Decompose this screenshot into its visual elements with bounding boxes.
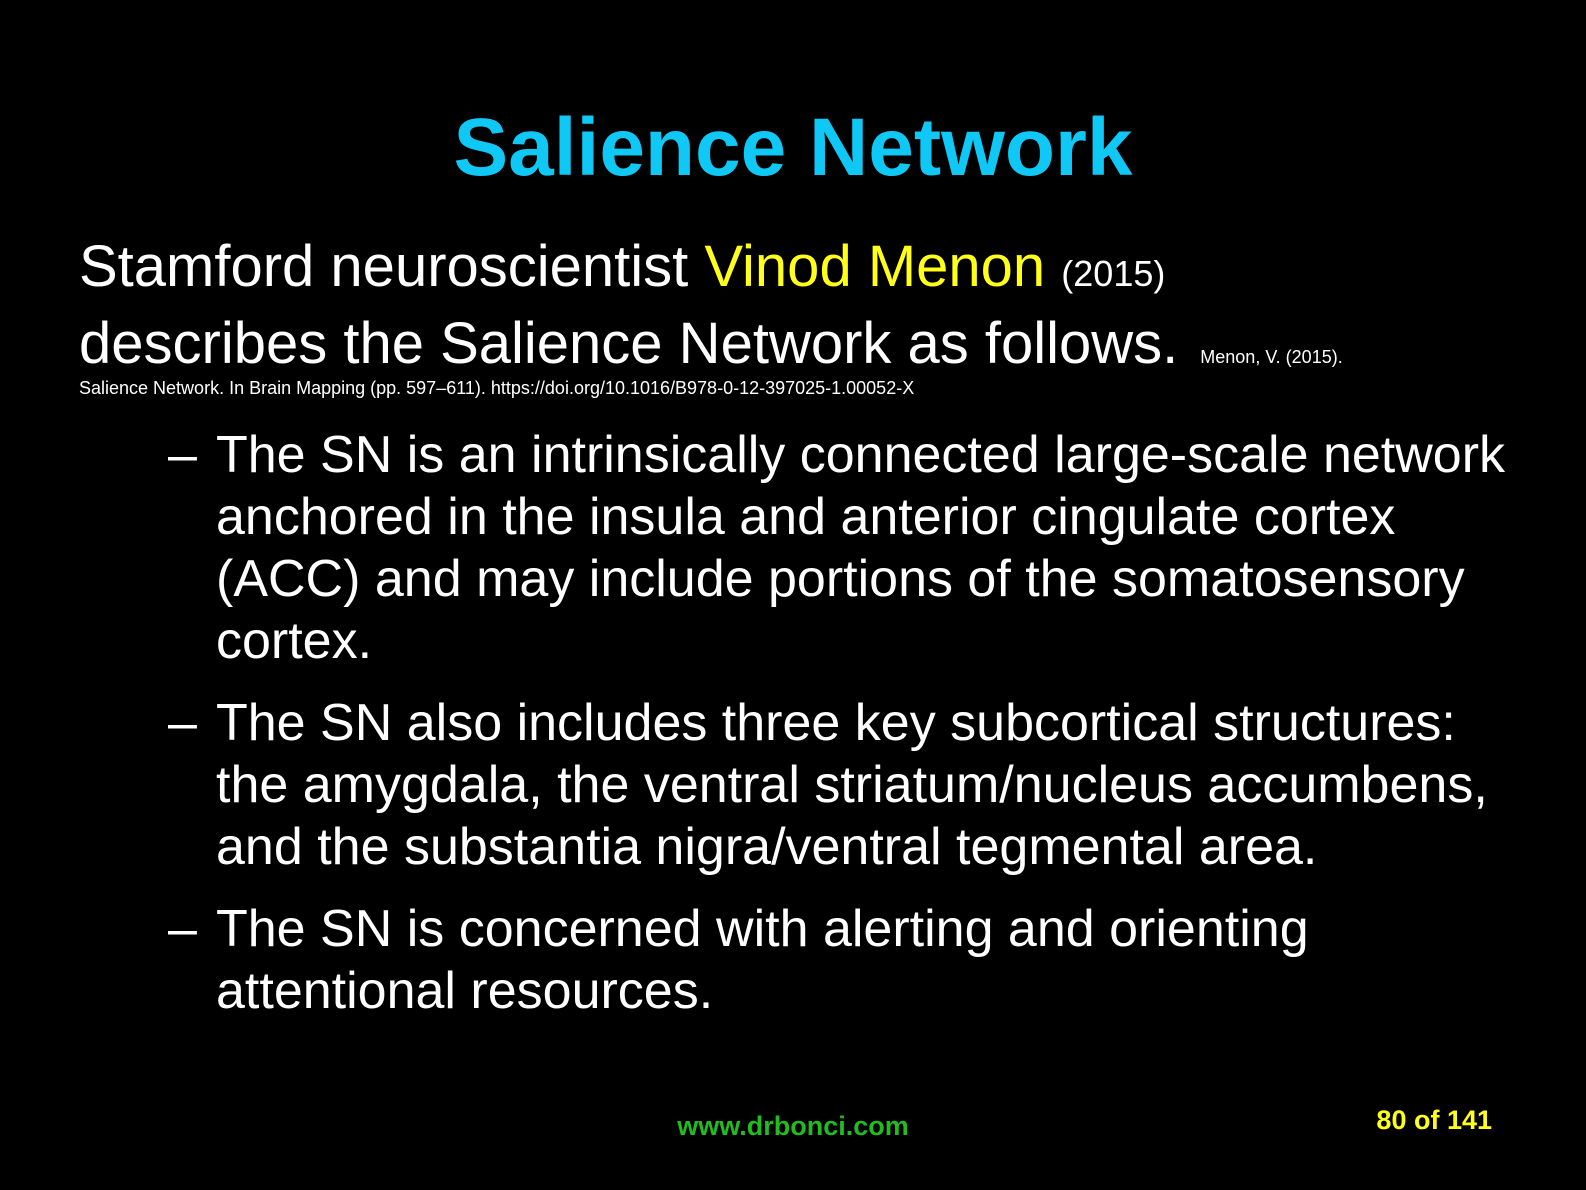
intro-text-before: Stamford neuroscientist xyxy=(79,234,705,299)
footer-website-link[interactable]: www.drbonci.com xyxy=(677,1111,909,1141)
bullet-item: – The SN is concerned with alerting and … xyxy=(168,898,1528,1022)
bullet-marker: – xyxy=(168,900,197,958)
highlighted-name: Vinod Menon xyxy=(704,234,1046,299)
bullet-text: The SN also includes three key subcortic… xyxy=(216,694,1488,876)
bullet-item: – The SN also includes three key subcort… xyxy=(168,692,1528,878)
bullet-marker: – xyxy=(168,694,197,752)
citation-inline: Menon, V. (2015). xyxy=(1200,347,1343,367)
intro-text-after: describes the Salience Network as follow… xyxy=(79,311,1179,376)
intro-year: (2015) xyxy=(1061,253,1166,294)
bullet-text: The SN is concerned with alerting and or… xyxy=(216,900,1309,1020)
intro-paragraph: Stamford neuroscientist Vinod Menon (201… xyxy=(79,232,1549,392)
slide-title: Salience Network xyxy=(453,102,1133,193)
citation-line: Salience Network. In Brain Mapping (pp. … xyxy=(79,378,915,398)
page-indicator: 80 of 141 xyxy=(1376,1105,1492,1135)
bullet-marker: – xyxy=(168,426,197,484)
bullet-list: – The SN is an intrinsically connected l… xyxy=(168,424,1528,1042)
bullet-item: – The SN is an intrinsically connected l… xyxy=(168,424,1528,672)
bullet-text: The SN is an intrinsically connected lar… xyxy=(216,426,1506,670)
